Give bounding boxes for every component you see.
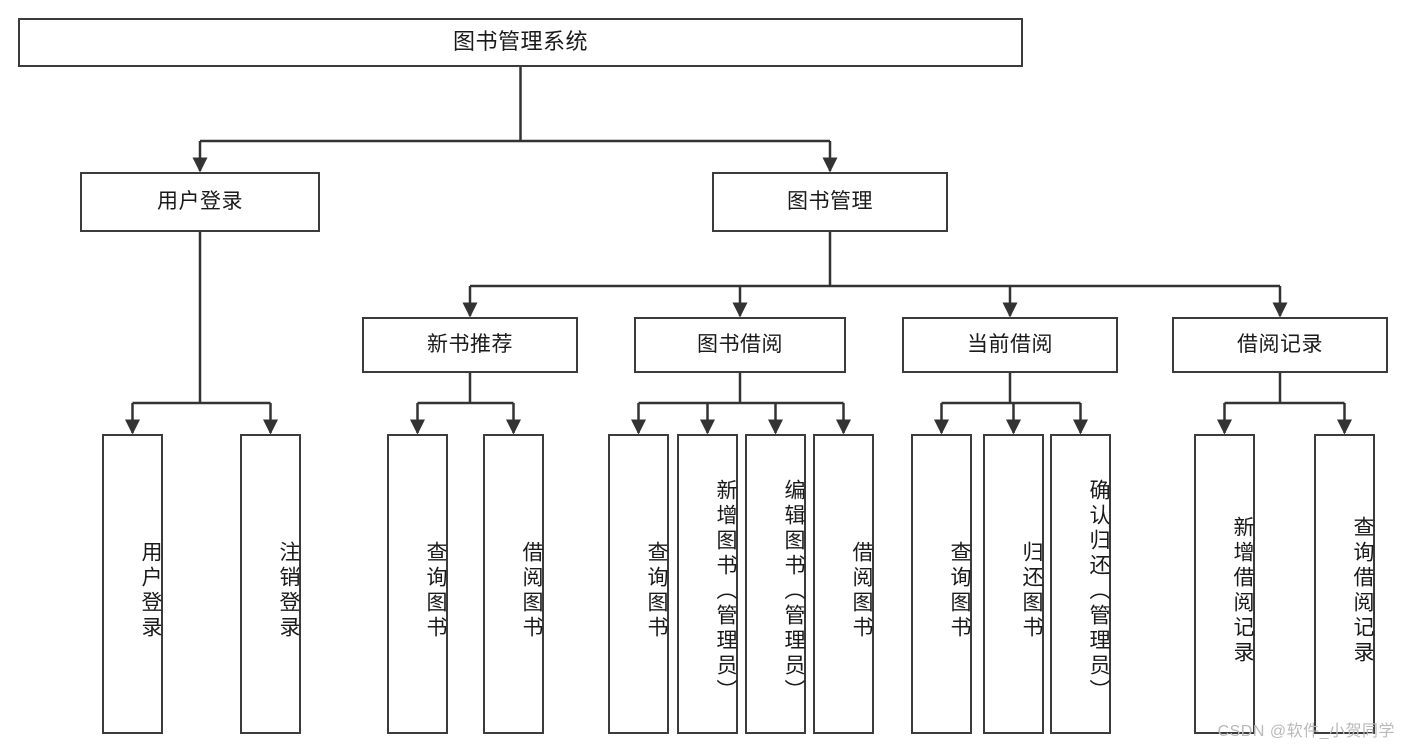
node-newrec[interactable]: 新书推荐 [362,317,578,373]
node-l_confirm[interactable]: 确认归还（管理员） [1050,434,1111,734]
node-l_queryrec[interactable]: 查询借阅记录 [1314,434,1375,734]
node-label: 查询图书 [948,541,971,641]
node-borrow[interactable]: 图书借阅 [634,317,846,373]
node-l_borrow2[interactable]: 借阅图书 [813,434,874,734]
node-label: 当前借阅 [967,333,1053,357]
node-l_logout[interactable]: 注销登录 [240,434,301,734]
node-label: 用户登录 [157,190,243,214]
node-label: 图书管理系统 [452,29,588,55]
watermark-label: CSDN @软件_小贺同学 [1217,723,1395,740]
connector-spine [638,373,844,405]
node-l_add[interactable]: 新增图书（管理员） [677,434,738,734]
connector-spine [470,232,1280,288]
node-label: 新增图书（管理员） [714,478,737,704]
node-label: 确认归还（管理员） [1087,478,1110,704]
node-l_login[interactable]: 用户登录 [102,434,163,734]
node-label: 借阅图书 [850,541,873,641]
node-current[interactable]: 当前借阅 [902,317,1118,373]
node-label: 借阅记录 [1237,333,1323,357]
node-bookmgmt[interactable]: 图书管理 [712,172,948,232]
connector-spine [1224,373,1345,405]
connector-spine [200,67,830,143]
node-label: 查询借阅记录 [1351,516,1374,666]
node-label: 借阅图书 [520,541,543,641]
node-label: 编辑图书（管理员） [782,478,805,704]
node-l_borrow1[interactable]: 借阅图书 [483,434,544,734]
node-records[interactable]: 借阅记录 [1172,317,1388,373]
node-label: 注销登录 [277,541,300,641]
node-l_return[interactable]: 归还图书 [983,434,1044,734]
node-label: 新增借阅记录 [1231,516,1254,666]
connector-spine [941,373,1081,405]
node-l_query2[interactable]: 查询图书 [608,434,669,734]
node-label: 用户登录 [139,541,162,641]
node-l_query3[interactable]: 查询图书 [911,434,972,734]
node-label: 归还图书 [1020,541,1043,641]
node-label: 新书推荐 [427,333,513,357]
node-label: 查询图书 [424,541,447,641]
node-l_addrec[interactable]: 新增借阅记录 [1194,434,1255,734]
node-label: 图书借阅 [697,333,783,357]
node-l_query1[interactable]: 查询图书 [387,434,448,734]
node-label: 图书管理 [787,190,873,214]
node-login[interactable]: 用户登录 [80,172,320,232]
connector-spine [417,373,514,405]
node-l_edit[interactable]: 编辑图书（管理员） [745,434,806,734]
connector-spine [132,232,271,405]
node-label: 查询图书 [645,541,668,641]
node-root[interactable]: 图书管理系统 [18,18,1023,67]
